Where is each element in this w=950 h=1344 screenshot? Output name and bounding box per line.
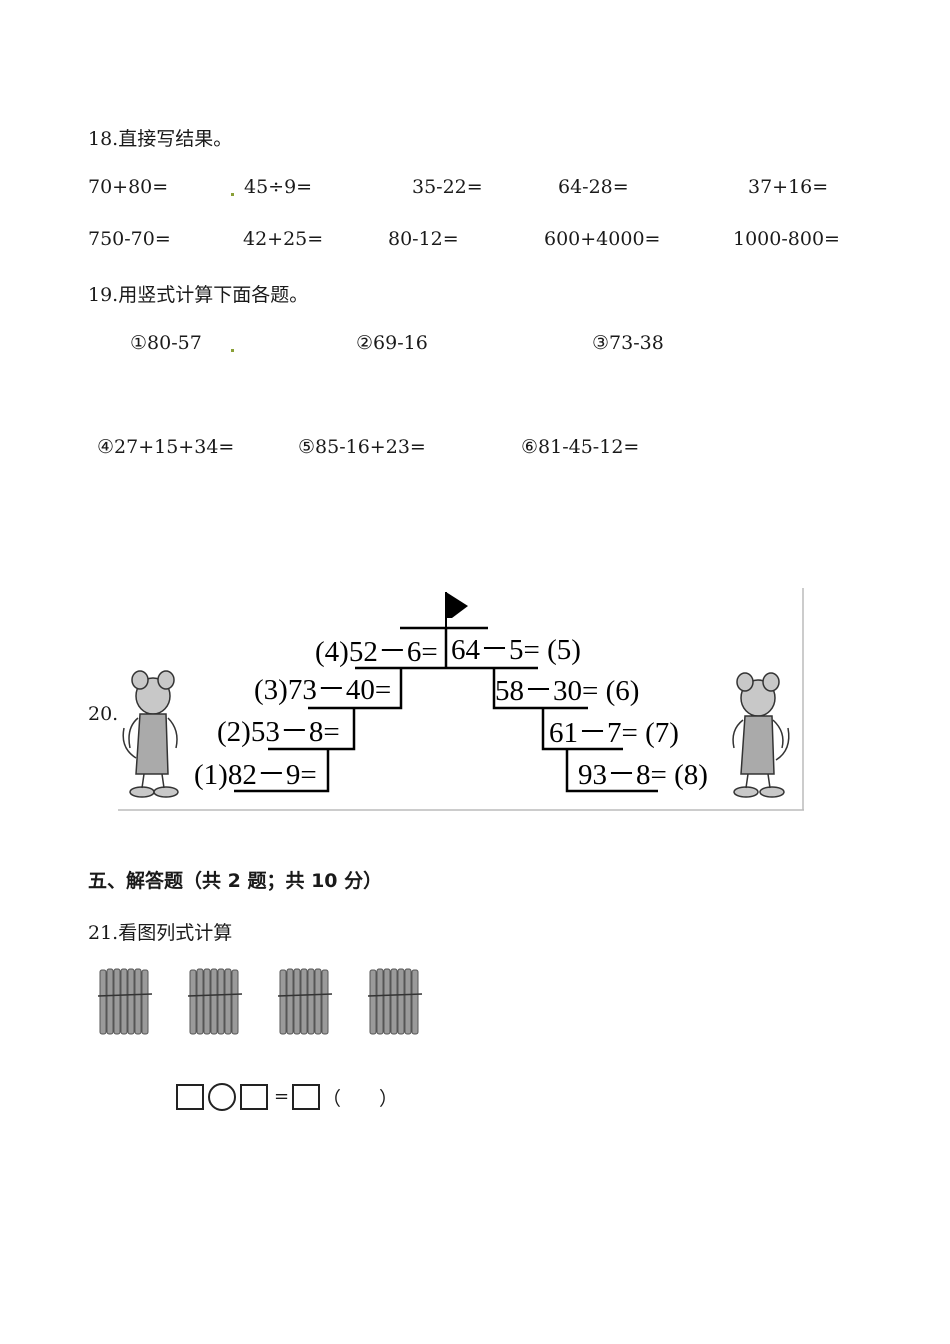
q20-number: 20.: [88, 703, 119, 725]
flag-icon: [445, 592, 468, 628]
q19-problem: ①80-57: [130, 332, 202, 354]
stair-problem-left: (4)52－6=: [315, 636, 438, 668]
answer-box[interactable]: [240, 1084, 268, 1110]
stick-bundle-icon: [97, 968, 153, 1035]
stray-mark: [231, 349, 234, 352]
q19-problem: ⑤85-16+23=: [298, 436, 426, 458]
stair-problem-left: (3)73－40=: [254, 674, 391, 706]
stair-problem-right: 61－7= (7): [549, 717, 679, 749]
mouse-illustration-left: [122, 670, 179, 798]
operator-circle[interactable]: [208, 1083, 236, 1111]
answer-box[interactable]: [292, 1084, 320, 1110]
q19-problem: ④27+15+34=: [97, 436, 235, 458]
staircase-lines: [234, 626, 658, 793]
q18-expr: 1000-800=: [733, 228, 840, 250]
stair-problem-right: 58－30= (6): [495, 675, 639, 707]
q18-expr: 70+80=: [88, 176, 169, 198]
stair-problem-right: 93－8= (8): [578, 759, 708, 791]
stick-bundle-icon: [367, 968, 423, 1035]
q18-expr: 45÷9=: [244, 176, 313, 198]
q18-expr: 35-22=: [412, 176, 483, 198]
q19-problem: ⑥81-45-12=: [521, 436, 640, 458]
q19-problem: ②69-16: [356, 332, 428, 354]
q18-expr: 37+16=: [748, 176, 829, 198]
q18-expr: 64-28=: [558, 176, 629, 198]
stick-bundle-icon: [277, 968, 333, 1035]
q18-title: 18.直接写结果。: [88, 128, 233, 150]
q18-expr: 750-70=: [88, 228, 171, 250]
stair-problem-left: (1)82－9=: [194, 759, 317, 791]
equals-sign: =: [274, 1086, 290, 1107]
mouse-illustration-right: [732, 672, 790, 798]
answer-box[interactable]: [176, 1084, 204, 1110]
stray-mark: [231, 193, 234, 196]
stair-problem-left: (2)53－8=: [217, 716, 340, 748]
staircase-figure: (4)52－6= (3)73－40= (2)53－8= (1)82－9= 64－…: [118, 588, 804, 812]
q18-expr: 80-12=: [388, 228, 459, 250]
q21-title: 21.看图列式计算: [88, 922, 233, 944]
q19-title: 19.用竖式计算下面各题。: [88, 284, 309, 306]
q18-expr: 42+25=: [243, 228, 324, 250]
stair-problem-right: 64－5= (5): [451, 634, 581, 666]
q18-expr: 600+4000=: [544, 228, 661, 250]
stick-bundle-icon: [187, 968, 243, 1035]
unit-parentheses: （ ）: [322, 1088, 399, 1110]
q19-problem: ③73-38: [592, 332, 664, 354]
section-heading: 五、解答题（共 2 题；共 10 分）: [88, 870, 383, 892]
